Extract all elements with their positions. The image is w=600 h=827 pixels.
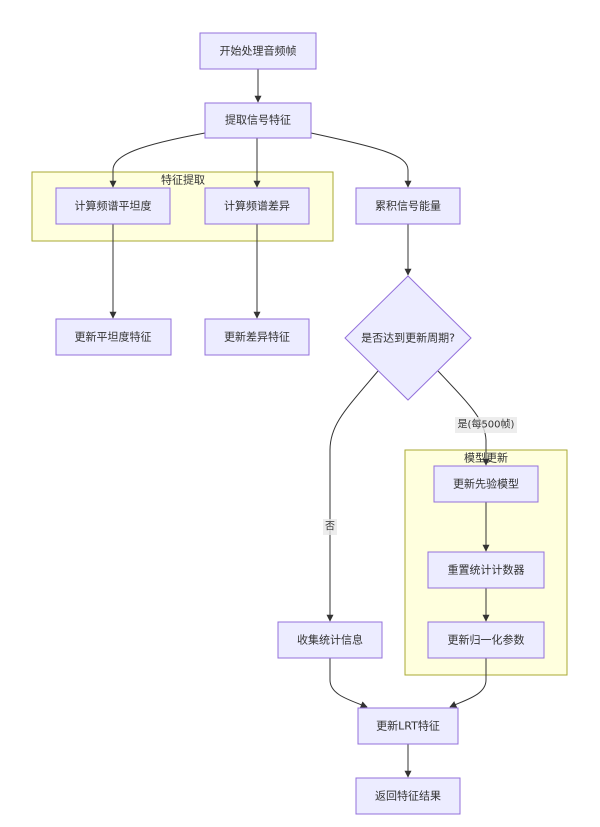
node-collect-stats[interactable]: 收集统计信息 <box>277 621 383 659</box>
svg-text:更新平坦度特征: 更新平坦度特征 <box>75 330 152 344</box>
svg-text:返回特征结果: 返回特征结果 <box>375 789 441 803</box>
node-return-result[interactable]: 返回特征结果 <box>355 777 461 815</box>
svg-text:更新差异特征: 更新差异特征 <box>224 330 290 344</box>
svg-text:累积信号能量: 累积信号能量 <box>375 199 441 213</box>
node-update-flatness[interactable]: 更新平坦度特征 <box>55 318 172 356</box>
svg-text:否: 否 <box>325 521 335 533</box>
edge-collect-lrt <box>329 658 368 708</box>
edge-norm-lrt <box>449 658 487 708</box>
svg-text:重置统计计数器: 重置统计计数器 <box>448 563 525 577</box>
node-calc-diff[interactable]: 计算频谱差异 <box>204 187 310 225</box>
edge-decision-yes <box>437 370 490 466</box>
svg-text:是否达到更新周期?: 是否达到更新周期? <box>361 331 455 345</box>
node-update-diff[interactable]: 更新差异特征 <box>204 318 310 356</box>
node-start[interactable]: 开始处理音频帧 <box>199 32 317 70</box>
node-update-prior[interactable]: 更新先验模型 <box>433 465 539 503</box>
node-decision[interactable]: 是否达到更新周期? <box>344 275 472 401</box>
edges <box>109 69 490 778</box>
cluster-label-feature-extract: 特征提取 <box>161 173 205 187</box>
svg-text:是(每500帧): 是(每500帧) <box>458 418 515 431</box>
edge-label-yes: 是(每500帧) <box>455 417 517 433</box>
node-extract[interactable]: 提取信号特征 <box>204 102 312 139</box>
svg-text:更新先验模型: 更新先验模型 <box>453 477 519 491</box>
svg-text:计算频谱差异: 计算频谱差异 <box>224 199 290 213</box>
node-reset-counter[interactable]: 重置统计计数器 <box>427 551 545 589</box>
edge-extract-energy <box>310 132 412 188</box>
svg-text:开始处理音频帧: 开始处理音频帧 <box>220 44 297 58</box>
svg-text:更新归一化参数: 更新归一化参数 <box>448 633 525 647</box>
svg-text:提取信号特征: 提取信号特征 <box>225 113 291 127</box>
edge-extract-flatness <box>109 132 206 188</box>
node-update-lrt[interactable]: 更新LRT特征 <box>357 707 459 745</box>
edge-label-no: 否 <box>323 519 337 535</box>
edge-decision-no <box>326 370 379 622</box>
svg-text:收集统计信息: 收集统计信息 <box>297 633 363 647</box>
svg-text:计算频谱平坦度: 计算频谱平坦度 <box>75 199 152 213</box>
svg-text:更新LRT特征: 更新LRT特征 <box>376 719 440 733</box>
node-calc-flatness[interactable]: 计算频谱平坦度 <box>55 187 171 225</box>
node-update-norm[interactable]: 更新归一化参数 <box>427 621 545 659</box>
node-accum-energy[interactable]: 累积信号能量 <box>355 187 461 225</box>
